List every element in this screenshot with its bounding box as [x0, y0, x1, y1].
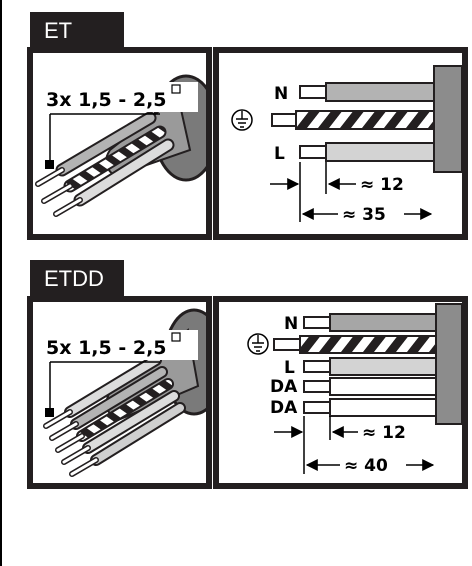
et-label-n: N	[274, 84, 288, 104]
etdd-label-n: N	[284, 314, 298, 334]
tab-etdd-label: ETDD	[44, 266, 104, 291]
tab-et: ET	[30, 12, 124, 50]
et-cable-spec: 3x 1,5 - 2,5	[46, 89, 167, 111]
etdd-wire-da-2	[329, 398, 437, 417]
et-terminal-block	[433, 65, 463, 173]
tab-etdd: ETDD	[30, 260, 124, 298]
tab-et-label: ET	[44, 18, 73, 43]
et-cable-panel: 3x 1,5 - 2,5	[27, 47, 212, 240]
et-label-l: L	[274, 144, 285, 164]
etdd-wire-earth	[299, 335, 437, 354]
etdd-pointer-marker	[45, 408, 54, 417]
etdd-dim-short: ≈ 12	[362, 423, 406, 443]
etdd-wire-l	[329, 357, 437, 376]
etdd-label-da-2: DA	[270, 398, 298, 418]
etdd-dim-long: ≈ 40	[344, 456, 388, 476]
etdd-label-l: L	[284, 358, 295, 378]
page-left-rule	[0, 0, 2, 566]
et-strip-panel: N L ≈ 12 ≈ 35	[213, 47, 468, 240]
etdd-terminal-block	[435, 303, 463, 425]
et-dim-long: ≈ 35	[342, 205, 386, 225]
etdd-wire-da-1	[329, 377, 437, 396]
et-dim-short: ≈ 12	[360, 175, 404, 195]
et-wire-earth	[295, 110, 435, 130]
et-wire-l	[325, 142, 435, 162]
et-pointer-marker	[45, 160, 54, 169]
etdd-cable-spec: 5x 1,5 - 2,5	[46, 337, 167, 359]
earth-ground-icon	[231, 109, 253, 131]
etdd-cable-panel: 5x 1,5 - 2,5	[27, 296, 212, 489]
earth-ground-icon	[247, 333, 269, 355]
etdd-label-da-1: DA	[270, 377, 298, 397]
etdd-wire-n	[329, 313, 437, 332]
mm2-square-icon	[171, 332, 181, 342]
et-wire-n	[325, 82, 435, 102]
mm2-square-icon	[171, 84, 181, 94]
etdd-strip-panel: N L DA DA ≈ 12 ≈ 40	[213, 296, 468, 489]
